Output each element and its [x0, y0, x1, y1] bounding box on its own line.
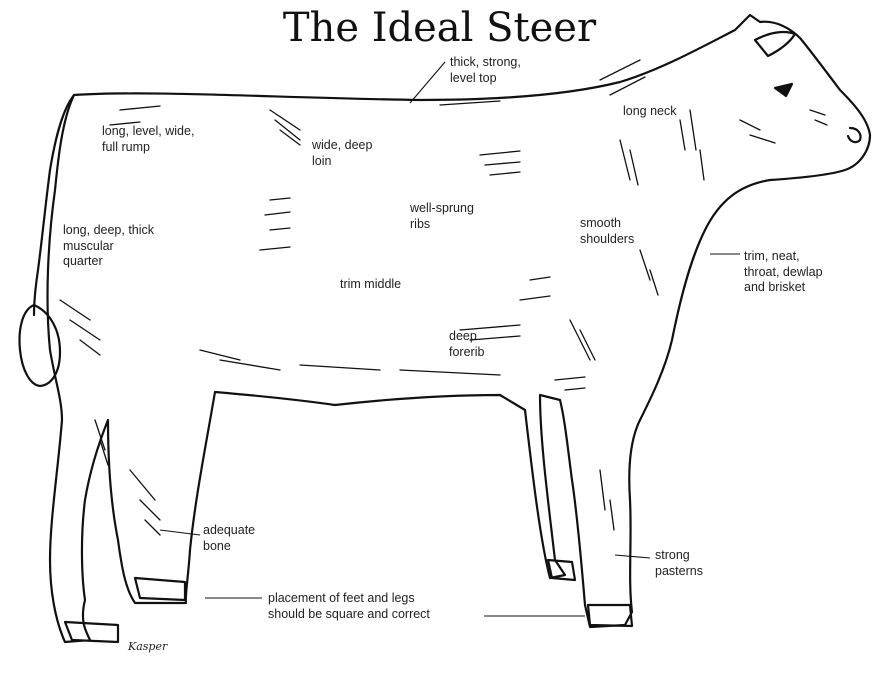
label-top: thick, strong, level top [450, 55, 521, 86]
artist-signature: Kasper [128, 640, 167, 653]
label-neck: long neck [623, 104, 677, 120]
steer-muzzle [848, 128, 861, 142]
steer-hoof-rear-right [135, 578, 185, 600]
label-shoulders: smooth shoulders [580, 216, 634, 247]
label-middle: trim middle [340, 277, 401, 293]
label-feet: placement of feet and legs should be squ… [268, 591, 430, 622]
label-rump: long, level, wide, full rump [102, 124, 194, 155]
label-quarter: long, deep, thick muscular quarter [63, 223, 154, 270]
label-forerib: deep forerib [449, 329, 484, 360]
label-loin: wide, deep loin [312, 138, 372, 169]
leader-bone [160, 530, 200, 535]
diagram-title: The Ideal Steer [0, 4, 879, 52]
steer-eye [775, 84, 792, 96]
leader-pasterns [615, 555, 650, 558]
label-pasterns: strong pasterns [655, 548, 703, 579]
label-bone: adequate bone [203, 523, 255, 554]
leader-top [410, 62, 445, 103]
steer-hoof-rear-left [65, 622, 118, 642]
label-ribs: well-sprung ribs [410, 201, 474, 232]
label-throat: trim, neat, throat, dewlap and brisket [744, 249, 823, 296]
